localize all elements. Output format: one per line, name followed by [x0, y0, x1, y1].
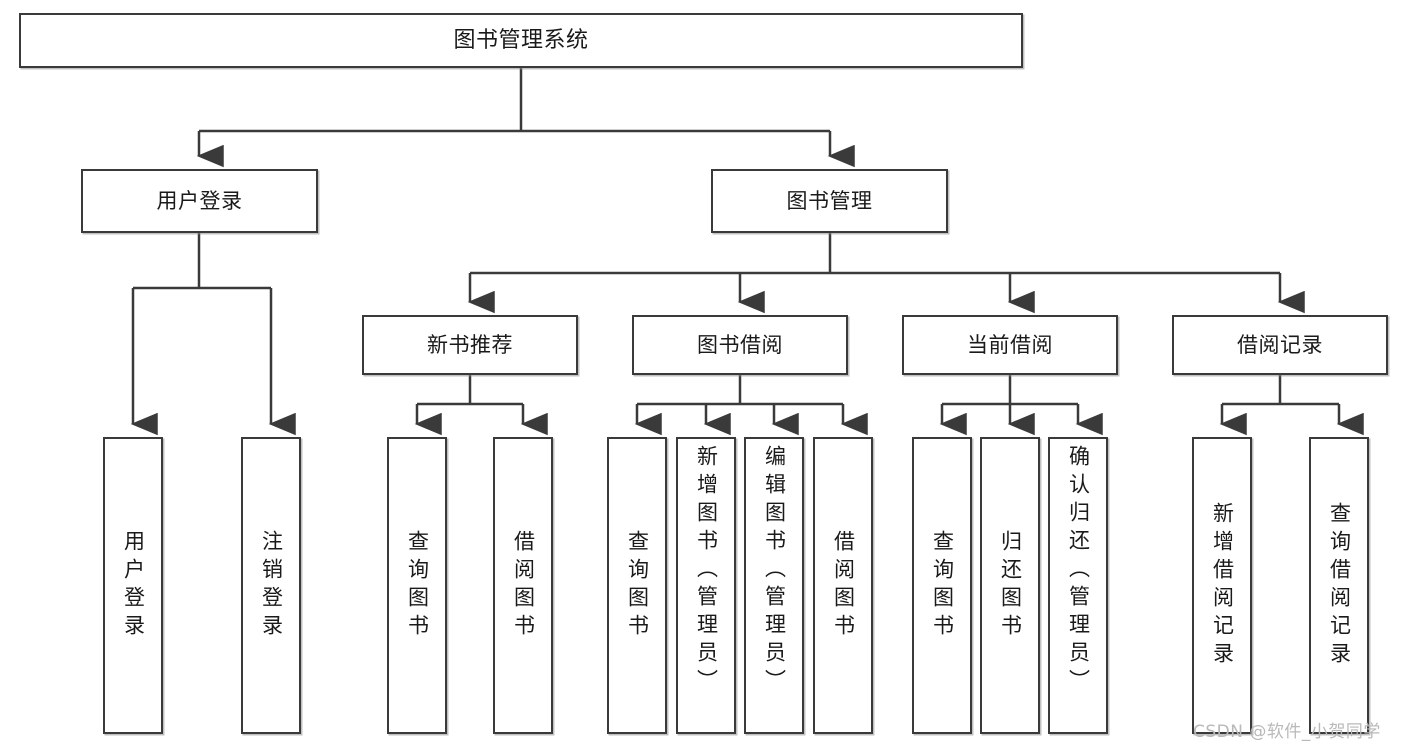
node-label: 查询图书: [625, 529, 650, 642]
node-label: 查询借阅记录: [1327, 501, 1352, 670]
leaf-user-logout[interactable]: 注销登录: [241, 437, 301, 734]
csdn-watermark: CSDN @软件_小贺同学: [1193, 722, 1381, 742]
node-label: 图书管理系统: [453, 27, 589, 53]
node-label: 查询图书: [405, 529, 430, 642]
leaf-query-borrow-record[interactable]: 查询借阅记录: [1309, 437, 1369, 734]
node-label: 用户登录: [156, 188, 243, 213]
node-label: 借阅记录: [1237, 332, 1323, 357]
leaf-add-borrow-record[interactable]: 新增借阅记录: [1192, 437, 1252, 734]
node-label: 新书推荐: [427, 332, 513, 357]
leaf-borrow-book[interactable]: 借阅图书: [813, 437, 873, 734]
node-label: 用户登录: [121, 529, 146, 642]
node-label: 确认归还（管理员）: [1066, 445, 1091, 697]
node-label: 借阅图书: [511, 529, 536, 642]
node-label: 图书管理: [786, 188, 873, 213]
node-label: 当前借阅: [967, 332, 1053, 357]
node-book-borrow[interactable]: 图书借阅: [632, 315, 848, 375]
node-label: 新增借阅记录: [1210, 501, 1235, 670]
node-label: 查询图书: [930, 529, 955, 642]
node-label: 新增图书（管理员）: [694, 445, 719, 697]
node-current-borrow[interactable]: 当前借阅: [902, 315, 1118, 375]
node-label: 归还图书: [998, 529, 1023, 642]
node-label: 图书借阅: [697, 332, 783, 357]
leaf-borrow-book-recommend[interactable]: 借阅图书: [493, 437, 553, 734]
leaf-query-book-borrow[interactable]: 查询图书: [607, 437, 667, 734]
node-borrow-record[interactable]: 借阅记录: [1172, 315, 1388, 375]
node-label: 注销登录: [259, 529, 284, 642]
leaf-query-book-current[interactable]: 查询图书: [912, 437, 972, 734]
leaf-return-book[interactable]: 归还图书: [980, 437, 1040, 734]
node-new-book-recommend[interactable]: 新书推荐: [362, 315, 578, 375]
leaf-add-book-admin[interactable]: 新增图书（管理员）: [676, 437, 736, 734]
node-label: 编辑图书（管理员）: [762, 445, 787, 697]
node-book-management[interactable]: 图书管理: [711, 169, 948, 233]
node-label: 借阅图书: [831, 529, 856, 642]
leaf-query-book-recommend[interactable]: 查询图书: [387, 437, 447, 734]
node-user-login[interactable]: 用户登录: [81, 169, 318, 233]
node-root-system[interactable]: 图书管理系统: [19, 13, 1023, 68]
leaf-edit-book-admin[interactable]: 编辑图书（管理员）: [744, 437, 804, 734]
leaf-user-login[interactable]: 用户登录: [103, 437, 163, 734]
leaf-confirm-return-admin[interactable]: 确认归还（管理员）: [1048, 437, 1108, 734]
